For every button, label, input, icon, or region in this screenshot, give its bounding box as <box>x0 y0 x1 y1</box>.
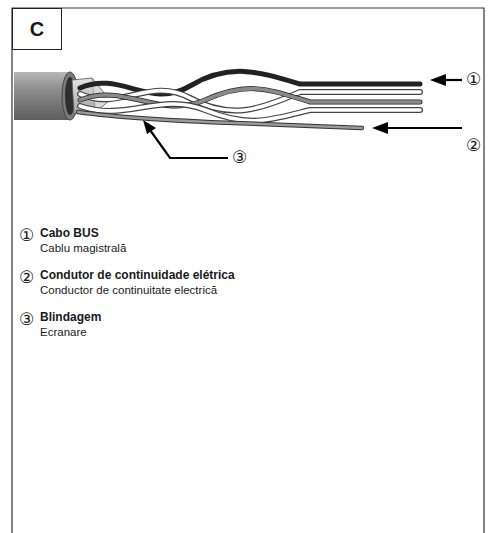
panel-frame <box>12 8 484 533</box>
bus-wires <box>78 71 420 128</box>
section-letter-box: C <box>12 8 62 50</box>
section-letter: C <box>30 18 44 41</box>
callout-number: ① <box>465 70 482 90</box>
part-translation: Cablu magistrală <box>40 242 126 255</box>
callout-number: ② <box>465 136 482 156</box>
list-number: ② <box>18 268 35 288</box>
part-translation: Ecranare <box>40 326 87 339</box>
part-name: Condutor de continuidade elétrica <box>40 269 235 283</box>
callout-arrows <box>143 74 462 158</box>
part-name: Cabo BUS <box>40 227 99 241</box>
part-translation: Conductor de continuitate electrică <box>40 284 217 297</box>
part-name: Blindagem <box>40 311 101 325</box>
callout-number: ③ <box>231 148 248 168</box>
list-number: ① <box>18 226 35 246</box>
list-number: ③ <box>18 310 35 330</box>
